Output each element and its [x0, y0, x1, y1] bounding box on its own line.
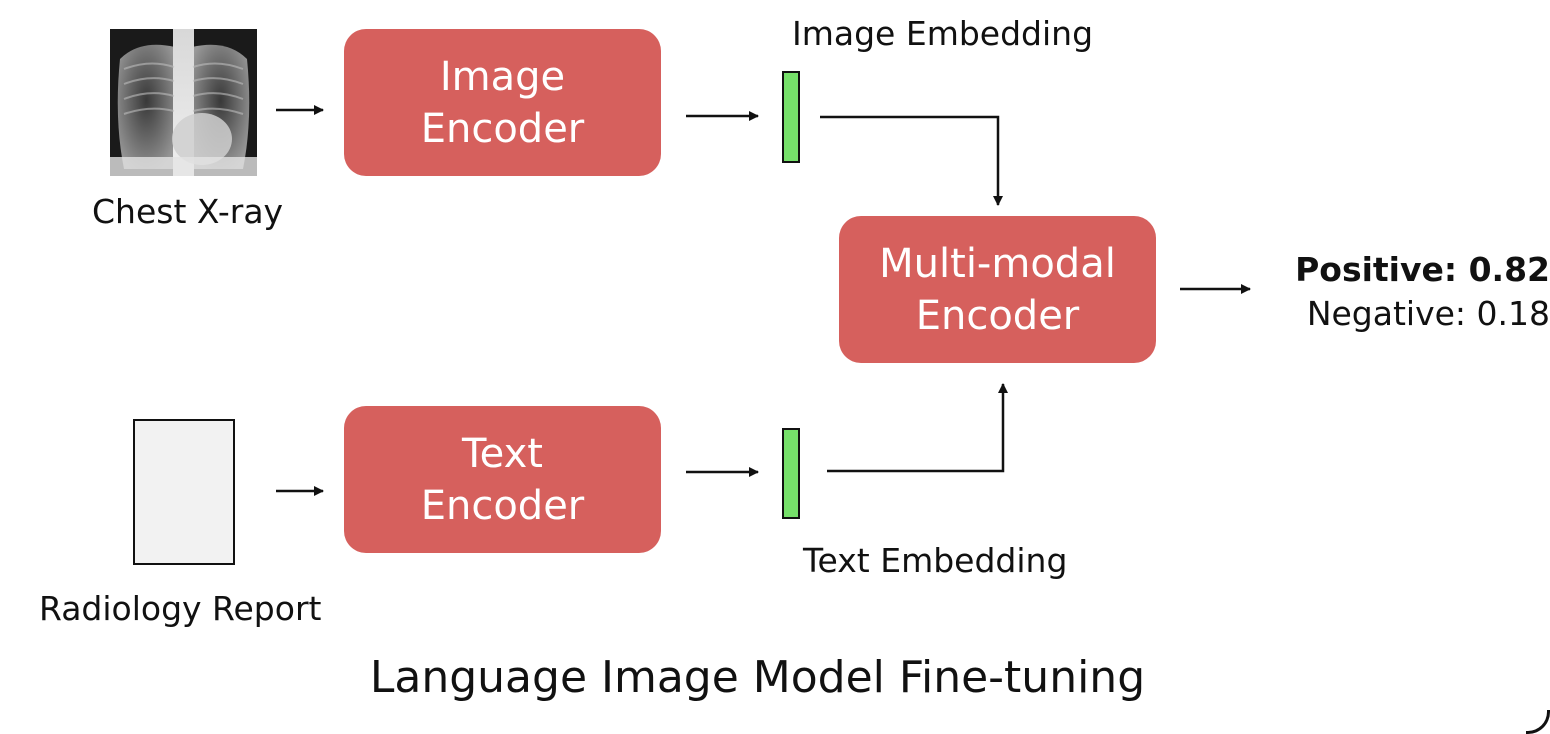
image-encoder-box: Image Encoder: [344, 29, 661, 176]
positive-score: Positive: 0.82: [1295, 250, 1550, 289]
radiology-report-document: [133, 419, 235, 565]
multimodal-encoder-line2: Encoder: [915, 292, 1080, 339]
negative-score: Negative: 0.18: [1306, 294, 1550, 333]
image-embedding-bar: [782, 71, 800, 163]
image-encoder-line2: Encoder: [420, 105, 585, 152]
diagram-title: Language Image Model Fine-tuning: [369, 652, 1146, 703]
text-encoder-box: Text Encoder: [344, 406, 661, 553]
radiology-report-label: Radiology Report: [39, 589, 322, 628]
text-embedding-bar: [782, 428, 800, 519]
chest-xray-image: [110, 29, 257, 176]
chest-xray-label: Chest X-ray: [92, 192, 284, 231]
arrow-text-embedding-to-multimodal: [827, 383, 1008, 473]
image-encoder-line1: Image: [439, 53, 566, 100]
image-embedding-label: Image Embedding: [792, 14, 1094, 53]
multimodal-encoder-line1: Multi-modal: [879, 240, 1116, 287]
multimodal-encoder-box: Multi-modal Encoder: [839, 216, 1156, 363]
output-scores: Positive: 0.82 Negative: 0.18: [1262, 248, 1550, 336]
text-encoder-line1: Text: [462, 430, 543, 477]
text-encoder-line2: Encoder: [420, 482, 585, 529]
arrow-image-embedding-to-multimodal: [820, 115, 1003, 206]
text-embedding-label: Text Embedding: [803, 541, 1068, 580]
